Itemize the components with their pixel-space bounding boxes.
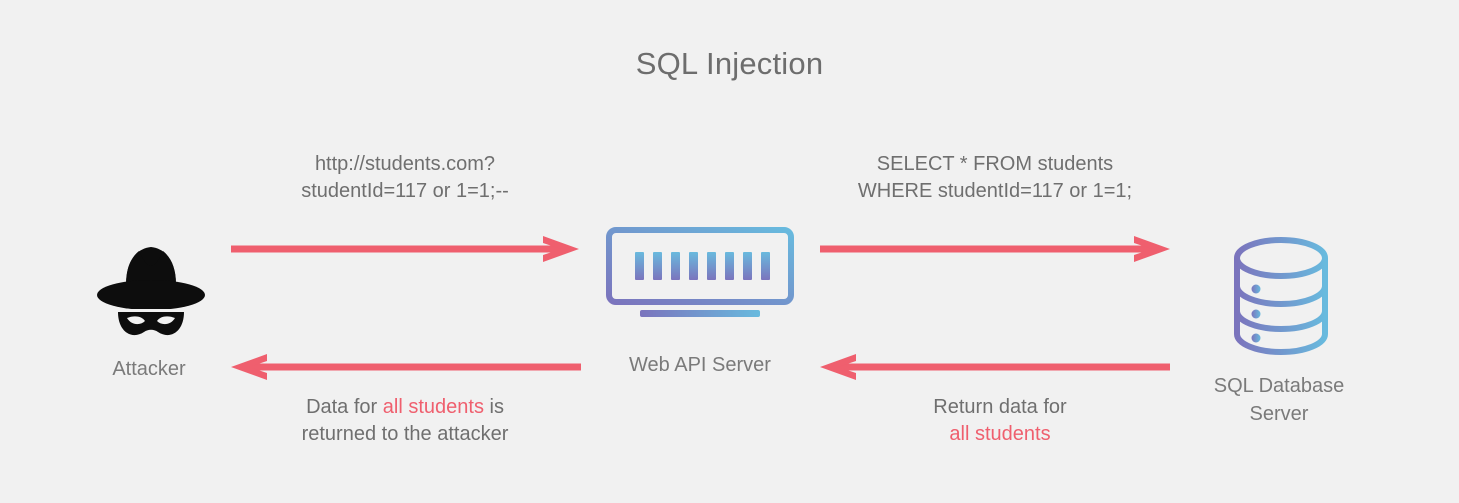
return-text: Return data for all students [880, 394, 1120, 447]
web-api-server-label: Web API Server [629, 354, 771, 376]
arrow-request-right [231, 234, 579, 264]
arrow-response-left [231, 352, 581, 382]
query-line-1: SELECT * FROM students [876, 153, 1114, 175]
response-line-1: Data for all students is [245, 394, 565, 421]
return-line-2-highlight: all students [949, 422, 1051, 445]
page-title: SQL Injection [635, 46, 824, 81]
request-line-2: studentId=117 or 1=1;-- [301, 179, 509, 202]
response-text: Data for all students is returned to the… [245, 394, 565, 447]
response-prefix: Data for [306, 396, 383, 418]
database-icon [1231, 236, 1331, 356]
sql-database-server-label: SQL Database Server [1213, 375, 1345, 426]
query-line-2: WHERE studentId=117 or 1=1; [857, 179, 1133, 202]
response-highlight: all students [382, 396, 484, 418]
server-icon [606, 227, 794, 319]
attacker-spy-icon [96, 233, 206, 339]
return-line-1: Return data for [933, 396, 1067, 418]
response-suffix: is [483, 396, 504, 418]
attacker-label: Attacker [112, 358, 186, 380]
response-line-2: returned to the attacker [301, 422, 509, 445]
arrow-query-right [820, 234, 1170, 264]
query-text: SELECT * FROM students WHERE studentId=1… [815, 151, 1175, 204]
request-line-1: http://students.com? [314, 153, 496, 175]
arrow-return-left [820, 352, 1170, 382]
request-text: http://students.com? studentId=117 or 1=… [245, 151, 565, 204]
